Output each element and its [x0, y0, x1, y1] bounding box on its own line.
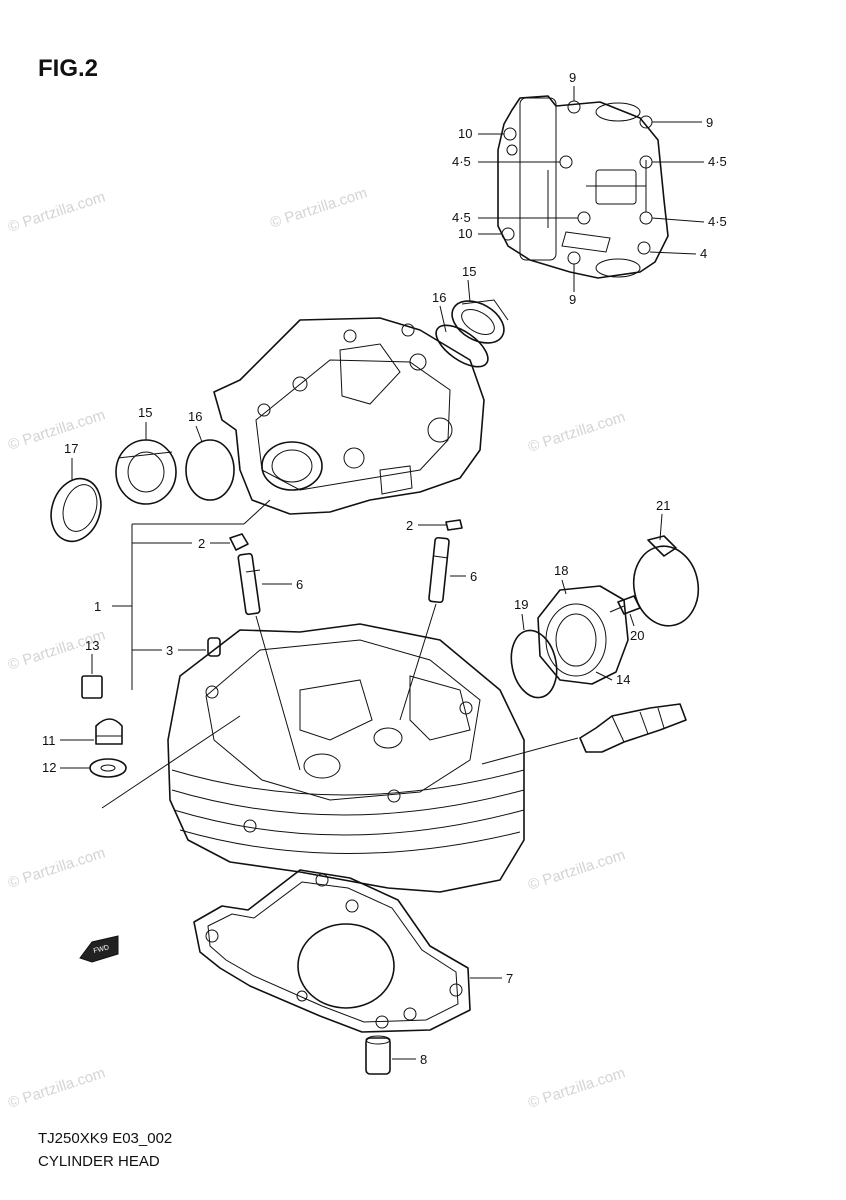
intake-pipe-18 [537, 585, 629, 685]
watermark-3: © Partzilla.com [6, 406, 107, 453]
callout-3: 3 [166, 643, 173, 658]
callout-21: 21 [656, 498, 670, 513]
oring-16-left [185, 439, 235, 501]
callout-15-left: 15 [138, 405, 152, 420]
callout-11: 11 [42, 733, 56, 748]
callout-6-left: 6 [296, 577, 303, 592]
callout-13: 13 [85, 638, 99, 653]
callout-14: 14 [616, 672, 630, 687]
callout-17: 17 [64, 441, 78, 456]
fwd-arrow-icon: FWD [79, 935, 119, 963]
spark-plug [579, 703, 687, 753]
callout-16-left: 16 [188, 409, 202, 424]
watermark-7: © Partzilla.com [526, 846, 627, 893]
diagram-name: CYLINDER HEAD [38, 1153, 160, 1170]
cylinder-gasket-7 [193, 869, 471, 1033]
callout-7: 7 [506, 971, 513, 986]
cylinder-head-cover [497, 95, 669, 279]
callout-1-bracket [112, 499, 271, 690]
cylinder-head-upper [213, 317, 485, 515]
watermark-8: © Partzilla.com [6, 1064, 107, 1111]
collet-2-right [445, 519, 463, 531]
callout-12: 12 [42, 760, 56, 775]
watermark-6: © Partzilla.com [6, 844, 107, 891]
callout-18: 18 [554, 563, 568, 578]
callout-45-right-top: 4·5 [708, 154, 727, 169]
oring-16-top [435, 324, 489, 368]
cover-callouts: 9 9 10 4·5 4·5 4·5 4·5 10 4 9 [452, 70, 727, 307]
fwd-label: FWD [93, 944, 110, 955]
callout-2-left: 2 [198, 536, 205, 551]
watermark-9: © Partzilla.com [526, 1064, 627, 1111]
callout-45-left-top: 4·5 [452, 154, 471, 169]
callout-10-top: 10 [458, 126, 472, 141]
watermark-4: © Partzilla.com [526, 408, 627, 455]
callout-2-right: 2 [406, 518, 413, 533]
callout-4: 4 [700, 246, 707, 261]
cylinder-head-lower [101, 623, 579, 893]
clamp-21 [632, 535, 700, 627]
callout-8: 8 [420, 1052, 427, 1067]
watermark-1: © Partzilla.com [6, 188, 107, 235]
callout-20: 20 [630, 628, 644, 643]
cap-17 [50, 477, 102, 543]
callout-16-top: 16 [432, 290, 446, 305]
plug-13 [81, 675, 103, 699]
callout-1: 1 [94, 599, 101, 614]
collet-2-left [229, 533, 249, 551]
cap-15-left [115, 439, 177, 505]
washer-12 [89, 758, 127, 778]
callout-9-top: 9 [569, 70, 576, 85]
callout-45-right-bottom: 4·5 [708, 214, 727, 229]
diagram-code: TJ250XK9 E03_002 [38, 1130, 172, 1147]
callout-19: 19 [514, 597, 528, 612]
cap-15-top [451, 299, 509, 344]
figure-title: FIG.2 [38, 55, 98, 82]
cap-bolt-11 [95, 718, 123, 745]
callout-45-left-bottom: 4·5 [452, 210, 471, 225]
callout-9-right: 9 [706, 115, 713, 130]
callout-9-bottom: 9 [569, 292, 576, 307]
watermark-2: © Partzilla.com [268, 184, 369, 231]
callout-10-bottom: 10 [458, 226, 472, 241]
dowel-8 [365, 1035, 391, 1075]
valve-6-right [399, 536, 450, 721]
oring-19 [510, 629, 558, 699]
dowel-3 [207, 637, 221, 657]
callout-15-top: 15 [462, 264, 476, 279]
valve-6-left [237, 552, 301, 771]
callout-6-right: 6 [470, 569, 477, 584]
